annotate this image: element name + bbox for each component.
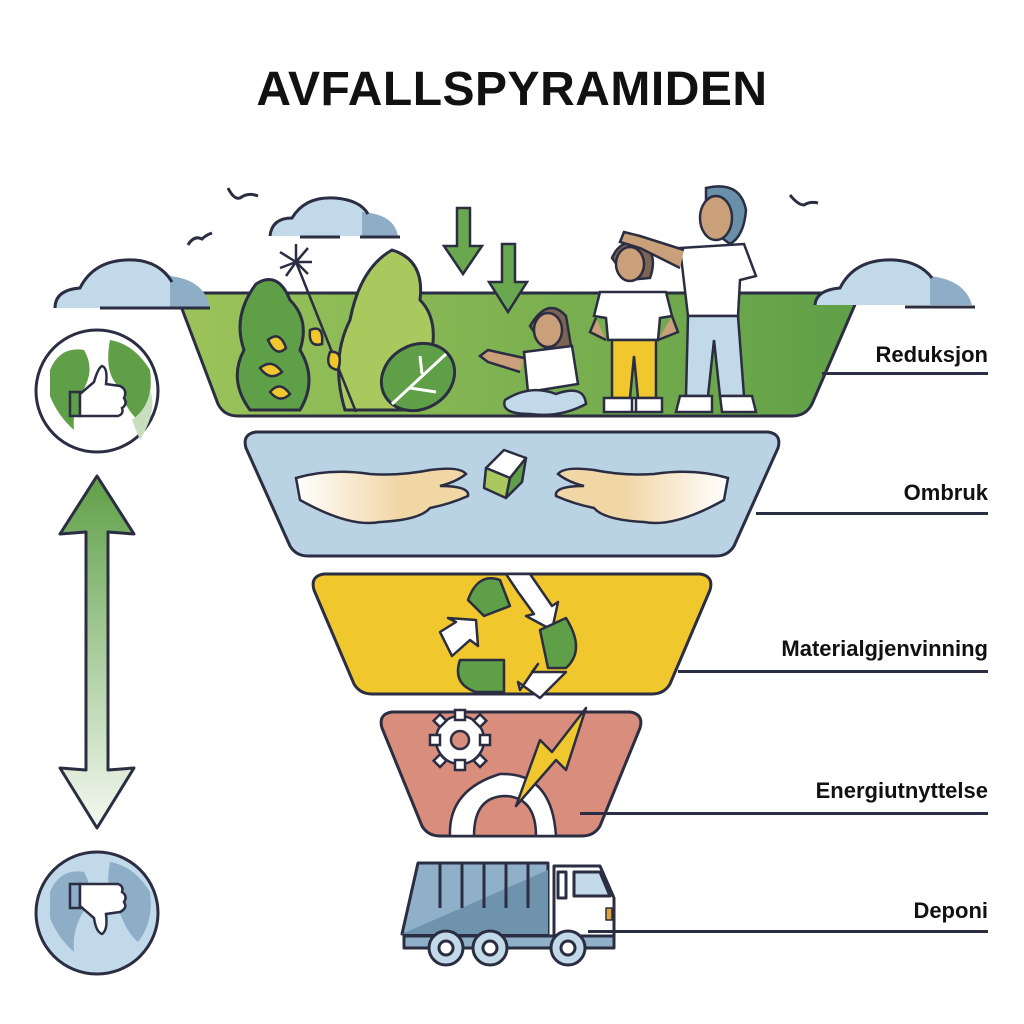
level-label-energiutnyttelse: Energiutnyttelse — [815, 778, 988, 803]
globe-thumbs-down-icon — [34, 850, 160, 976]
leaf-branch-icon — [258, 327, 341, 400]
down-arrow-icon — [441, 206, 485, 277]
leader-line — [678, 670, 988, 673]
page-title: AVFALLSPYRAMIDEN — [256, 63, 768, 116]
open-hand-right-icon — [554, 467, 730, 525]
recycle-icon — [438, 572, 578, 700]
lightning-icon — [514, 706, 588, 808]
leaf-icon — [379, 341, 457, 413]
level-materialgjenvinning-shape — [311, 572, 713, 700]
bird-icon — [186, 231, 213, 246]
level-ombruk-shape — [243, 430, 781, 558]
globe-thumbs-up-icon — [34, 328, 160, 454]
down-arrow-icon — [486, 242, 530, 315]
open-hand-left-icon — [294, 467, 470, 525]
level-reduksjon-shape — [53, 185, 975, 418]
bird-icon — [226, 187, 259, 200]
bird-icon — [788, 194, 819, 207]
double-arrow-icon — [58, 474, 136, 830]
leader-line — [580, 812, 988, 815]
level-label-ombruk: Ombruk — [903, 480, 988, 505]
level-label-deponi: Deponi — [913, 898, 988, 923]
level-label-materialgjenvinning: Materialgjenvinning — [781, 636, 988, 661]
cube-icon — [482, 448, 528, 500]
leader-line — [756, 512, 988, 515]
cloud-icon — [813, 258, 975, 309]
level-label-reduksjon: Reduksjon — [875, 342, 988, 367]
sitting-child-icon — [477, 306, 588, 417]
gear-icon — [428, 708, 492, 772]
garbage-truck-icon — [400, 861, 616, 967]
standing-child-icon — [588, 240, 680, 414]
leader-line — [822, 372, 988, 375]
leader-line — [588, 930, 988, 933]
cloud-icon — [268, 196, 400, 239]
level-energiutnyttelse-shape — [379, 706, 643, 838]
standing-adult-icon — [618, 185, 758, 414]
cloud-icon — [53, 258, 210, 310]
dandelion-icon — [279, 244, 358, 413]
